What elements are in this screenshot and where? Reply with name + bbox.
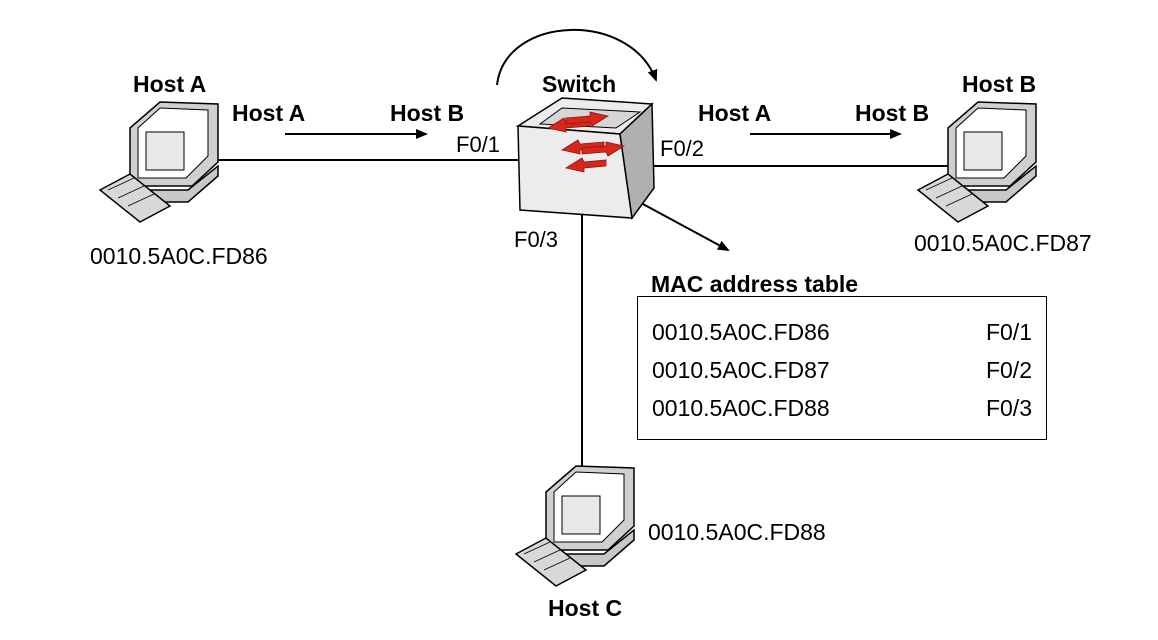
frame-incoming-dst: Host B: [390, 100, 465, 126]
table-port-cell: F0/1: [985, 319, 1032, 345]
frame-incoming-src: Host A: [232, 100, 306, 126]
host-b-mac: 0010.5A0C.FD87: [914, 230, 1092, 256]
table-port-cell: F0/3: [985, 395, 1032, 421]
computer-icon: [916, 101, 1037, 223]
port-f03-label: F0/3: [514, 227, 559, 252]
host-c-mac: 0010.5A0C.FD88: [648, 519, 826, 545]
forwarding-curve-arrow: [496, 28, 658, 86]
host-b-label: Host B: [962, 71, 1037, 97]
switch-icon: [515, 97, 655, 220]
mac-address-table: 0010.5A0C.FD86 F0/1 0010.5A0C.FD87 F0/2 …: [637, 296, 1047, 440]
host-a-label: Host A: [133, 71, 207, 97]
frame-outgoing-dst: Host B: [855, 100, 930, 126]
table-mac-cell: 0010.5A0C.FD88: [652, 395, 830, 421]
host-c-label: Host C: [548, 595, 623, 621]
port-f02-label: F0/2: [660, 136, 705, 161]
table-port-cell: F0/2: [985, 357, 1032, 383]
frame-outgoing-src: Host A: [698, 100, 772, 126]
table-row: 0010.5A0C.FD86 F0/1: [652, 319, 1032, 349]
switch-to-table-arrow: [627, 195, 730, 251]
computer-icon: [98, 101, 219, 223]
computer-icon: [514, 465, 635, 587]
table-row: 0010.5A0C.FD87 F0/2: [652, 357, 1032, 387]
table-row: 0010.5A0C.FD88 F0/3: [652, 395, 1032, 425]
table-mac-cell: 0010.5A0C.FD87: [652, 357, 830, 383]
port-f01-label: F0/1: [456, 132, 501, 157]
host-a-mac: 0010.5A0C.FD86: [90, 243, 268, 269]
table-mac-cell: 0010.5A0C.FD86: [652, 319, 830, 345]
mac-table-title: MAC address table: [651, 271, 859, 297]
switch-label: Switch: [542, 71, 617, 97]
